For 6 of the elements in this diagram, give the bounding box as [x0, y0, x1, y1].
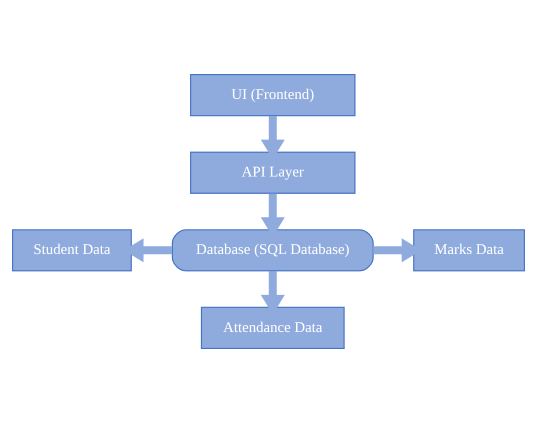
node-box: Marks Data: [413, 229, 525, 272]
node-box: API Layer: [190, 152, 356, 194]
node-box: Attendance Data: [200, 306, 345, 349]
node-box: Student Data: [12, 229, 132, 272]
node-box: Database (SQL Database): [172, 229, 374, 272]
node-box: UI (Frontend): [190, 74, 356, 116]
